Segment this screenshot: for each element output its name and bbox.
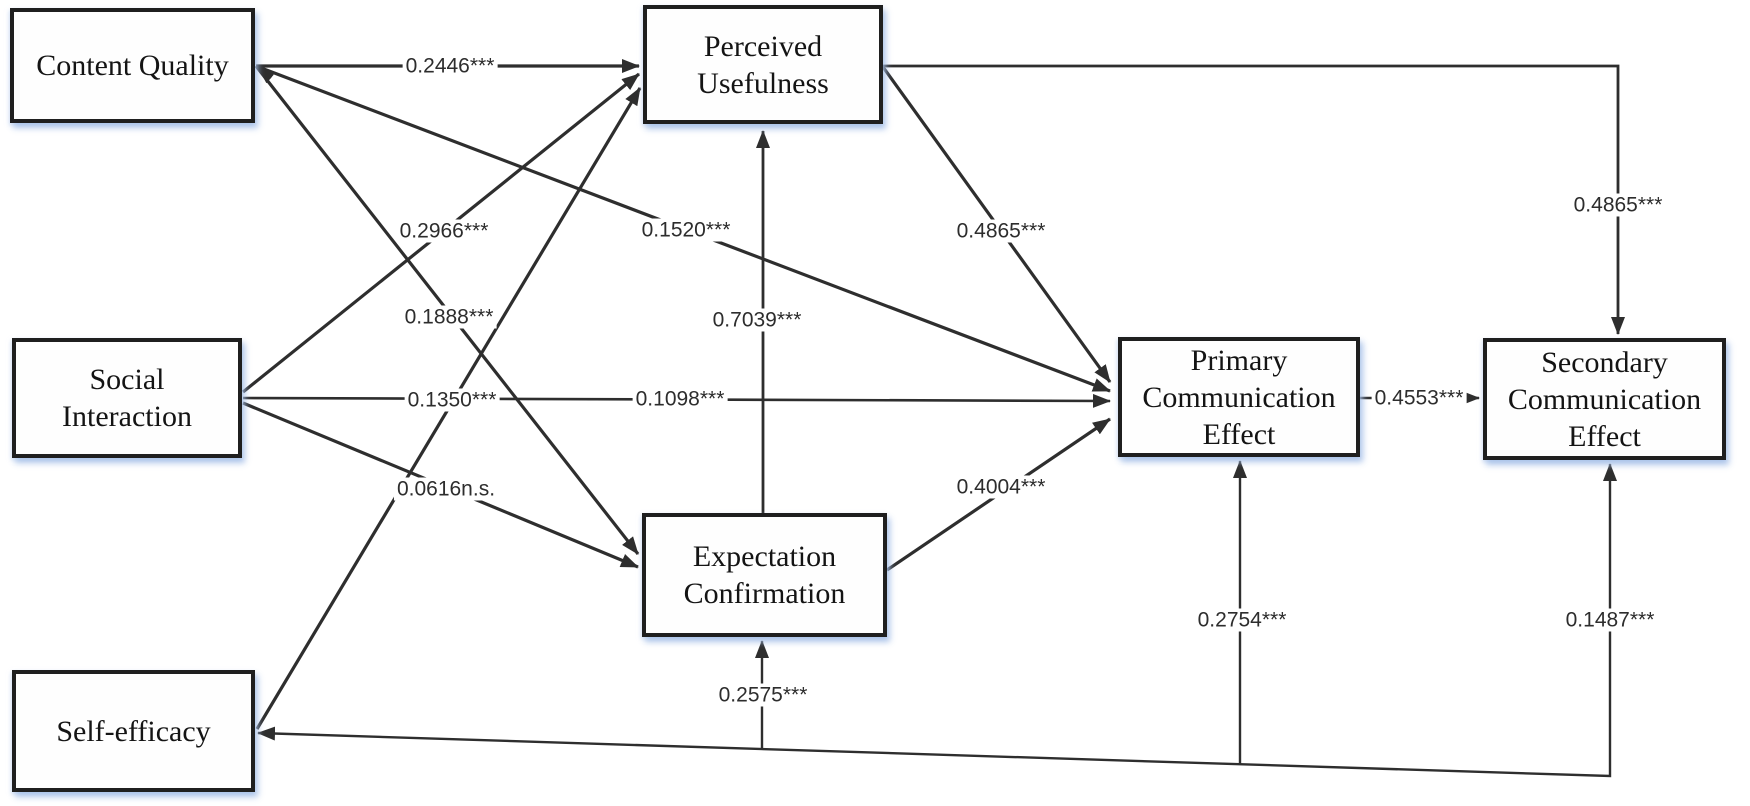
node-label-line: Usefulness — [697, 66, 829, 100]
node-label-line: Communication — [1507, 382, 1702, 416]
node-label-line: Effect — [1568, 419, 1641, 453]
edge-label-pu-pce: 0.4865*** — [953, 219, 1049, 243]
edge-pu-sce — [883, 64, 1625, 335]
edge-label-pce-sce: 0.4553*** — [1371, 386, 1467, 410]
edge-se-sce — [257, 463, 1617, 778]
node-label-line: Self-efficacy — [56, 714, 211, 748]
node-label-line: Communication — [1142, 380, 1336, 414]
node-self-efficacy: Self-efficacy — [12, 670, 255, 792]
edge-label-si-pce: 0.1098*** — [632, 387, 728, 411]
node-label-line: Interaction — [62, 400, 192, 433]
node-label-line: Social — [89, 363, 165, 396]
node-label-line: Primary — [1190, 343, 1288, 377]
edge-label-se-sce: 0.1487*** — [1562, 608, 1658, 632]
edge-label-cq-pu: 0.2446*** — [402, 54, 498, 78]
node-label-line: Perceived — [703, 29, 823, 63]
edge-label-cq-pce: 0.1520*** — [638, 218, 734, 242]
edge-label-ec-pu: 0.7039*** — [709, 308, 805, 332]
edge-label-si-ec: 0.0616n.s. — [393, 477, 499, 501]
edge-label-si-pu: 0.2966*** — [396, 219, 492, 243]
node-content-quality: Content Quality — [10, 8, 255, 123]
node-label-line: Effect — [1202, 417, 1276, 451]
node-label-line: Confirmation — [683, 577, 846, 610]
node-label-line: Content Quality — [36, 49, 229, 82]
edge-label-se-pu: 0.1350*** — [404, 388, 500, 412]
node-label-line: Secondary — [1541, 345, 1668, 379]
edge-label-ec-pce: 0.4004*** — [953, 475, 1049, 499]
edge-into-cq — [257, 65, 276, 84]
node-label-line: Expectation — [692, 540, 837, 573]
edge-label-se-pce: 0.2754*** — [1194, 608, 1290, 632]
edges-group — [241, 59, 1625, 778]
edge-label-cq-ec: 0.1888*** — [401, 305, 497, 329]
edge-label-pu-sce: 0.4865*** — [1570, 193, 1666, 217]
edge-label-se-ec: 0.2575*** — [715, 683, 811, 707]
